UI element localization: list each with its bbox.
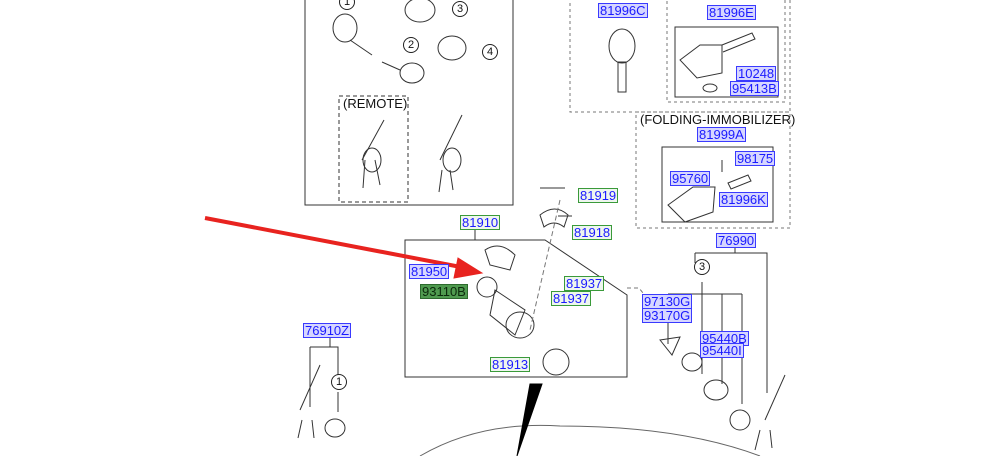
callout-3: 3 [452,1,468,17]
part-97130G[interactable]: 97130G [642,294,693,309]
part-95440I[interactable]: 95440I [700,343,744,358]
part-81937-second[interactable]: 81937 [551,291,592,306]
part-81996K[interactable]: 81996K [719,192,768,207]
part-95440B[interactable]: 95440B [700,331,749,346]
part-81937[interactable]: 81937 [564,276,605,291]
part-81919[interactable]: 81919 [578,188,619,203]
part-81996C[interactable]: 81996C [598,3,648,18]
callout-4: 4 [482,44,498,60]
part-81910[interactable]: 81910 [460,215,501,230]
callout-2: 2 [403,37,419,53]
part-81996E[interactable]: 81996E [707,5,756,20]
part-95413B[interactable]: 95413B [730,81,779,96]
key-set-box [304,0,514,206]
ignition-assembly-box [404,239,628,378]
part-81913[interactable]: 81913 [490,357,531,372]
part-81918[interactable]: 81918 [572,225,613,240]
remote-box [338,95,409,203]
part-93170G[interactable]: 93170G [642,308,693,323]
part-93110B[interactable]: 93110B [420,284,468,299]
remote-caption: (REMOTE) [343,96,408,111]
part-98175[interactable]: 98175 [735,151,776,166]
red-arrow-pointer [204,216,484,279]
callout-3-right: 3 [694,259,710,275]
folding-key-box [661,146,774,223]
part-76990[interactable]: 76990 [716,233,757,248]
folding-box [635,111,791,229]
part-81999A[interactable]: 81999A [697,127,746,142]
part-81950[interactable]: 81950 [409,264,450,279]
part-76910Z[interactable]: 76910Z [303,323,352,338]
part-95760[interactable]: 95760 [670,171,711,186]
folding-immobilizer-caption: (FOLDING-IMMOBILIZER) [640,112,796,127]
callout-1-lower: 1 [331,374,347,390]
remote-key-box [674,26,779,98]
part-10248[interactable]: 10248 [736,66,777,81]
